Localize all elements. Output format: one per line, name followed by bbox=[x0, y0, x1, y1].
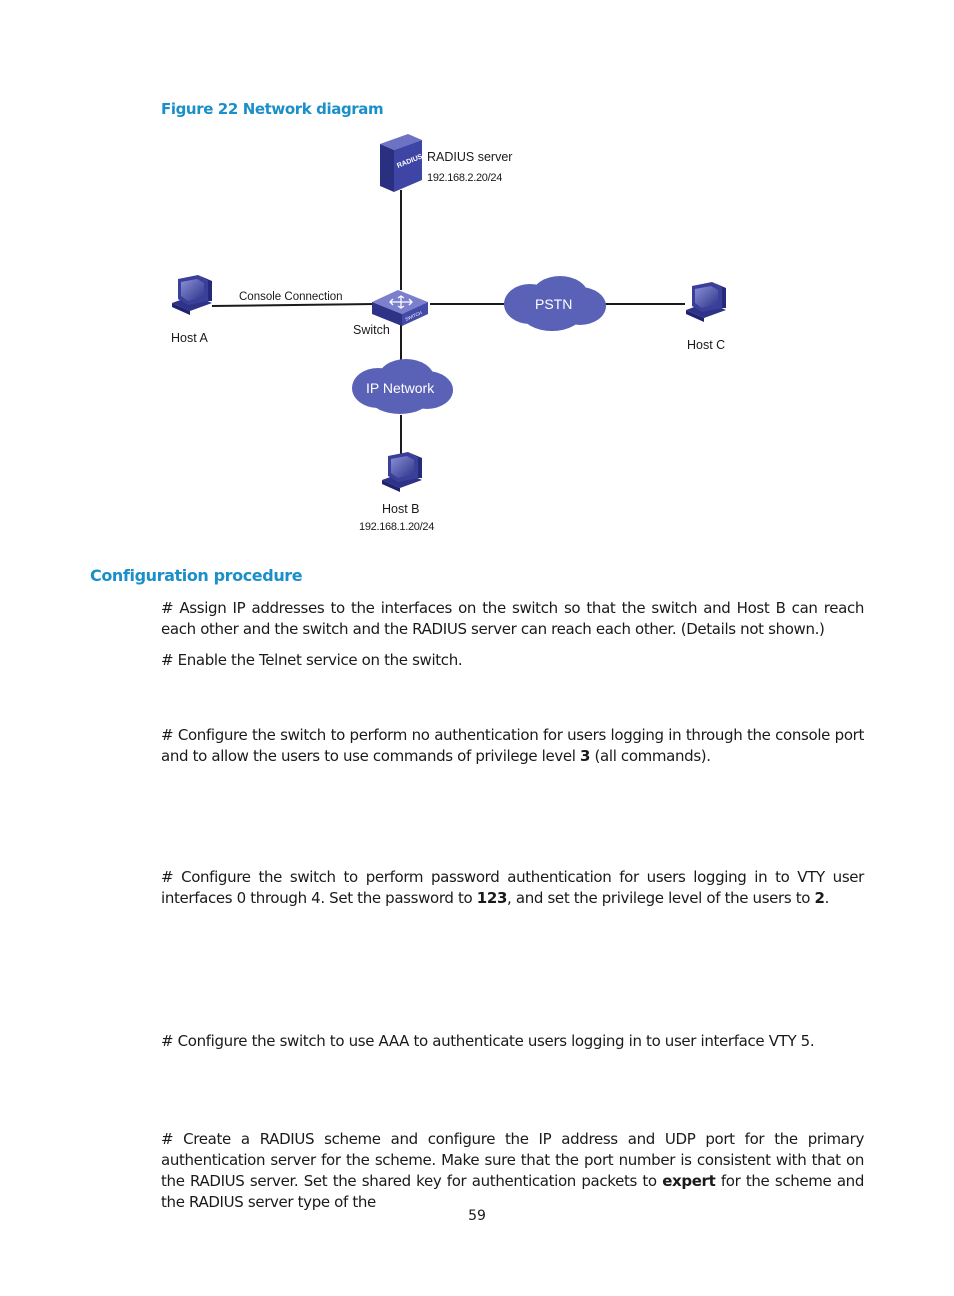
network-diagram: RADIUS RADIUS server 192.168.2.20/24 SWI… bbox=[171, 134, 726, 533]
privilege-level-2: 2 bbox=[814, 889, 825, 907]
pstn-label: PSTN bbox=[535, 296, 572, 312]
paragraph-aaa-vty5: # Configure the switch to use AAA to aut… bbox=[161, 1032, 815, 1050]
console-connection-label: Console Connection bbox=[239, 291, 343, 303]
vty-auth-text-end: . bbox=[824, 889, 830, 907]
password-value: 123 bbox=[476, 889, 508, 907]
radius-server-icon: RADIUS bbox=[380, 134, 424, 192]
pstn-cloud: PSTN bbox=[504, 276, 606, 331]
ip-network-cloud: IP Network bbox=[352, 359, 453, 414]
switch-label: Switch bbox=[353, 323, 390, 337]
paragraph-radius-scheme: # Create a RADIUS scheme and configure t… bbox=[161, 1129, 864, 1213]
host-a-label: Host A bbox=[171, 331, 208, 345]
page-number: 59 bbox=[468, 1208, 486, 1224]
console-auth-text: # Configure the switch to perform no aut… bbox=[161, 726, 864, 765]
host-a-computer-icon bbox=[172, 275, 212, 315]
section-heading: Configuration procedure bbox=[90, 566, 303, 585]
host-b-computer-icon bbox=[382, 452, 422, 492]
privilege-level-3: 3 bbox=[580, 747, 591, 765]
radius-scheme-text: # Create a RADIUS scheme and configure t… bbox=[161, 1130, 864, 1190]
console-auth-text-end: (all commands). bbox=[590, 747, 712, 765]
switch-badge: SWITCH bbox=[404, 310, 422, 322]
radius-server-label: RADIUS server bbox=[427, 150, 512, 164]
vty-auth-text-middle: , and set the privilege level of the use… bbox=[507, 889, 815, 907]
host-c-computer-icon bbox=[686, 282, 726, 322]
switch-icon: SWITCH bbox=[372, 290, 428, 326]
figure-caption: Figure 22 Network diagram bbox=[161, 100, 384, 118]
host-b-ip: 192.168.1.20/24 bbox=[359, 521, 434, 533]
ip-network-label: IP Network bbox=[366, 380, 435, 396]
radius-server-ip: 192.168.2.20/24 bbox=[427, 172, 502, 184]
paragraph-console-auth: # Configure the switch to perform no aut… bbox=[161, 725, 864, 767]
vty-auth-text: # Configure the switch to perform passwo… bbox=[161, 868, 864, 907]
shared-key-value: expert bbox=[662, 1172, 716, 1190]
host-b-label: Host B bbox=[382, 502, 420, 516]
link-console bbox=[211, 303, 376, 307]
radius-scheme-text-end: for the scheme and the RADIUS server typ… bbox=[161, 1172, 864, 1211]
host-c-label: Host C bbox=[687, 338, 725, 352]
paragraph-assign-ip: # Assign IP addresses to the interfaces … bbox=[161, 599, 864, 638]
paragraph-enable-telnet: # Enable the Telnet service on the switc… bbox=[161, 651, 463, 669]
paragraph-vty-password-auth: # Configure the switch to perform passwo… bbox=[161, 867, 864, 909]
